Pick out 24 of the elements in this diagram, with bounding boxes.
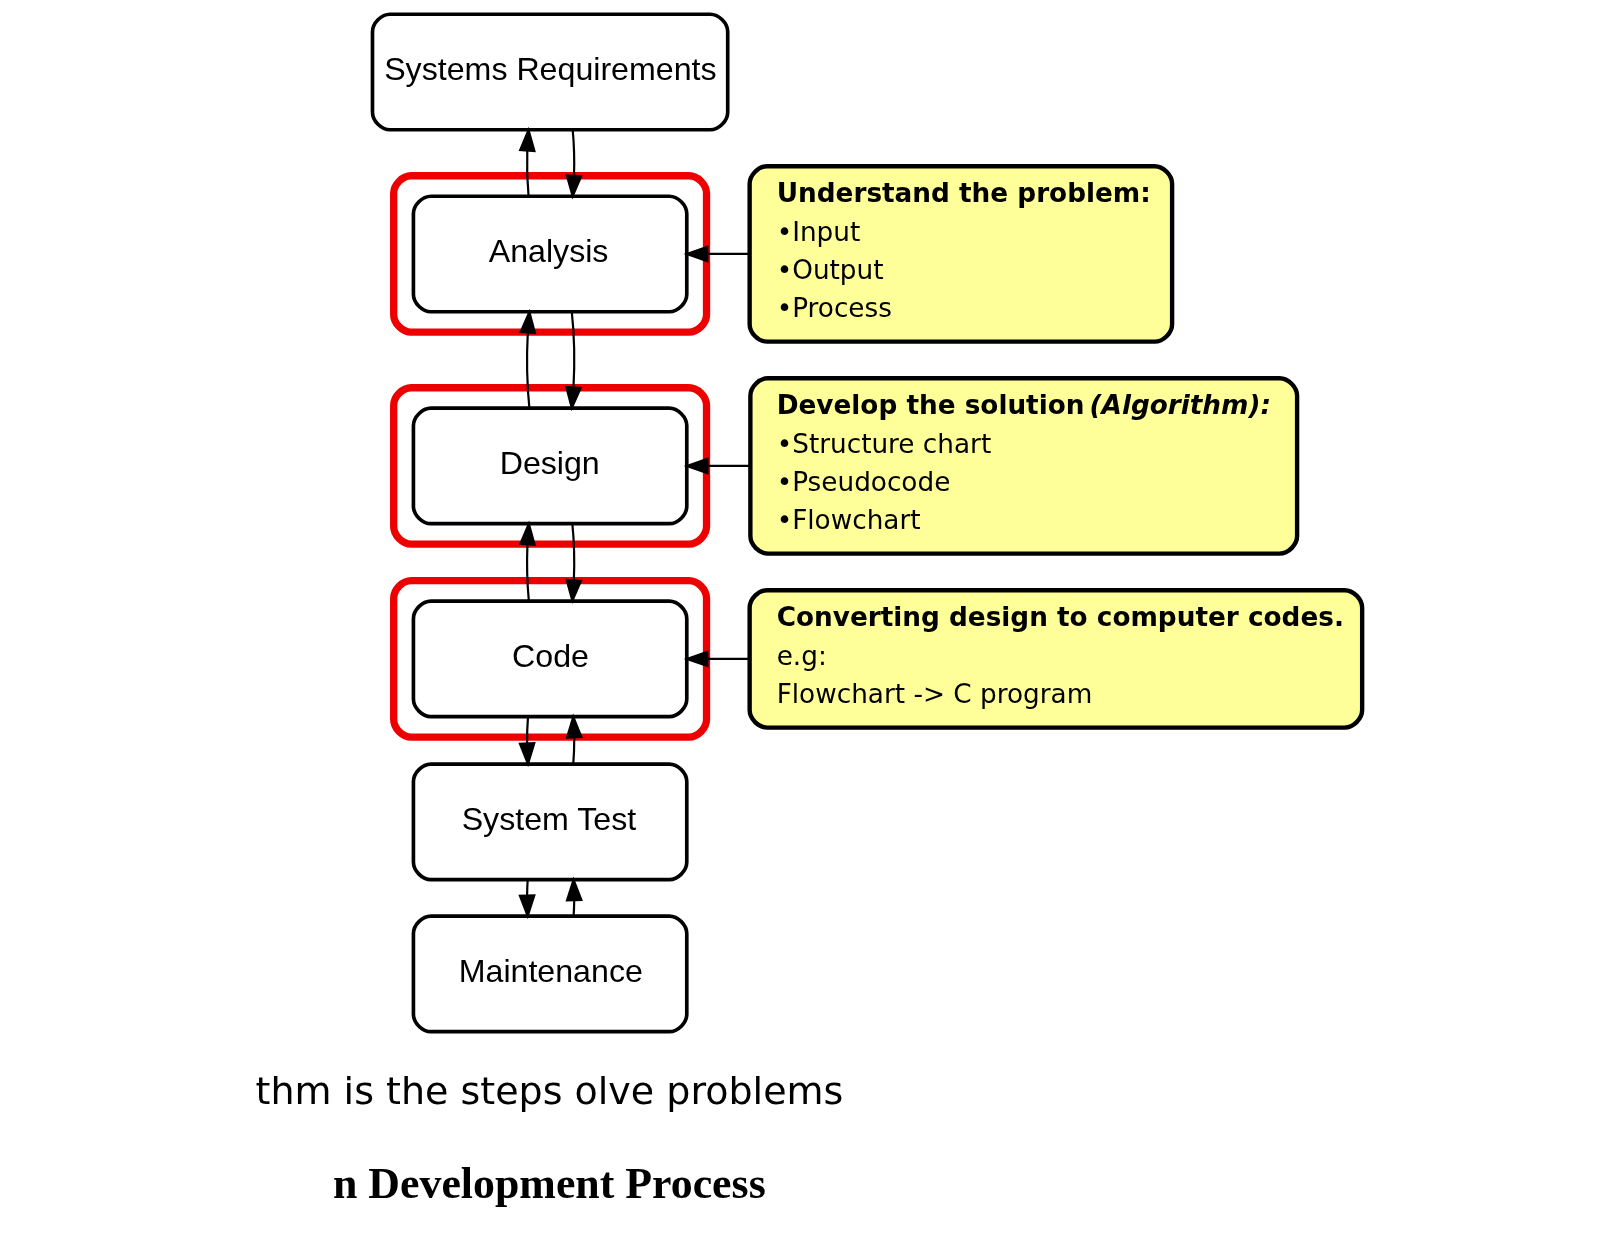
node-box: Analysis: [411, 194, 689, 314]
arrow: [683, 650, 750, 668]
node-box: Understand the problem: •Input •Output •Process: [747, 164, 1175, 344]
arrow: [565, 713, 583, 765]
arrow: [683, 457, 751, 475]
node-box: Maintenance: [411, 914, 689, 1034]
node-box: Systems Requirements: [370, 12, 730, 132]
arrow: [565, 523, 583, 605]
arrow: [518, 126, 536, 197]
node-box: Design: [411, 406, 689, 526]
arrow: [565, 876, 583, 917]
arrow: [518, 520, 537, 601]
arrow: [564, 311, 583, 412]
label: n Development Process: [333, 1159, 766, 1208]
arrow: [518, 716, 536, 768]
node-box: System Test: [411, 762, 689, 882]
label: thm is the steps olve problems: [255, 1069, 844, 1114]
arrow: [519, 308, 537, 408]
node-box: Develop the solution (Algorithm): •Structure chart •Pseudocode •Flowchart: [748, 376, 1300, 556]
arrow: [683, 245, 750, 263]
arrow: [565, 130, 583, 200]
node-box: Converting design to computer codes. e.g: Flowchart -> C program: [747, 588, 1365, 730]
arrow: [518, 879, 536, 920]
node-box: Code: [411, 599, 689, 719]
